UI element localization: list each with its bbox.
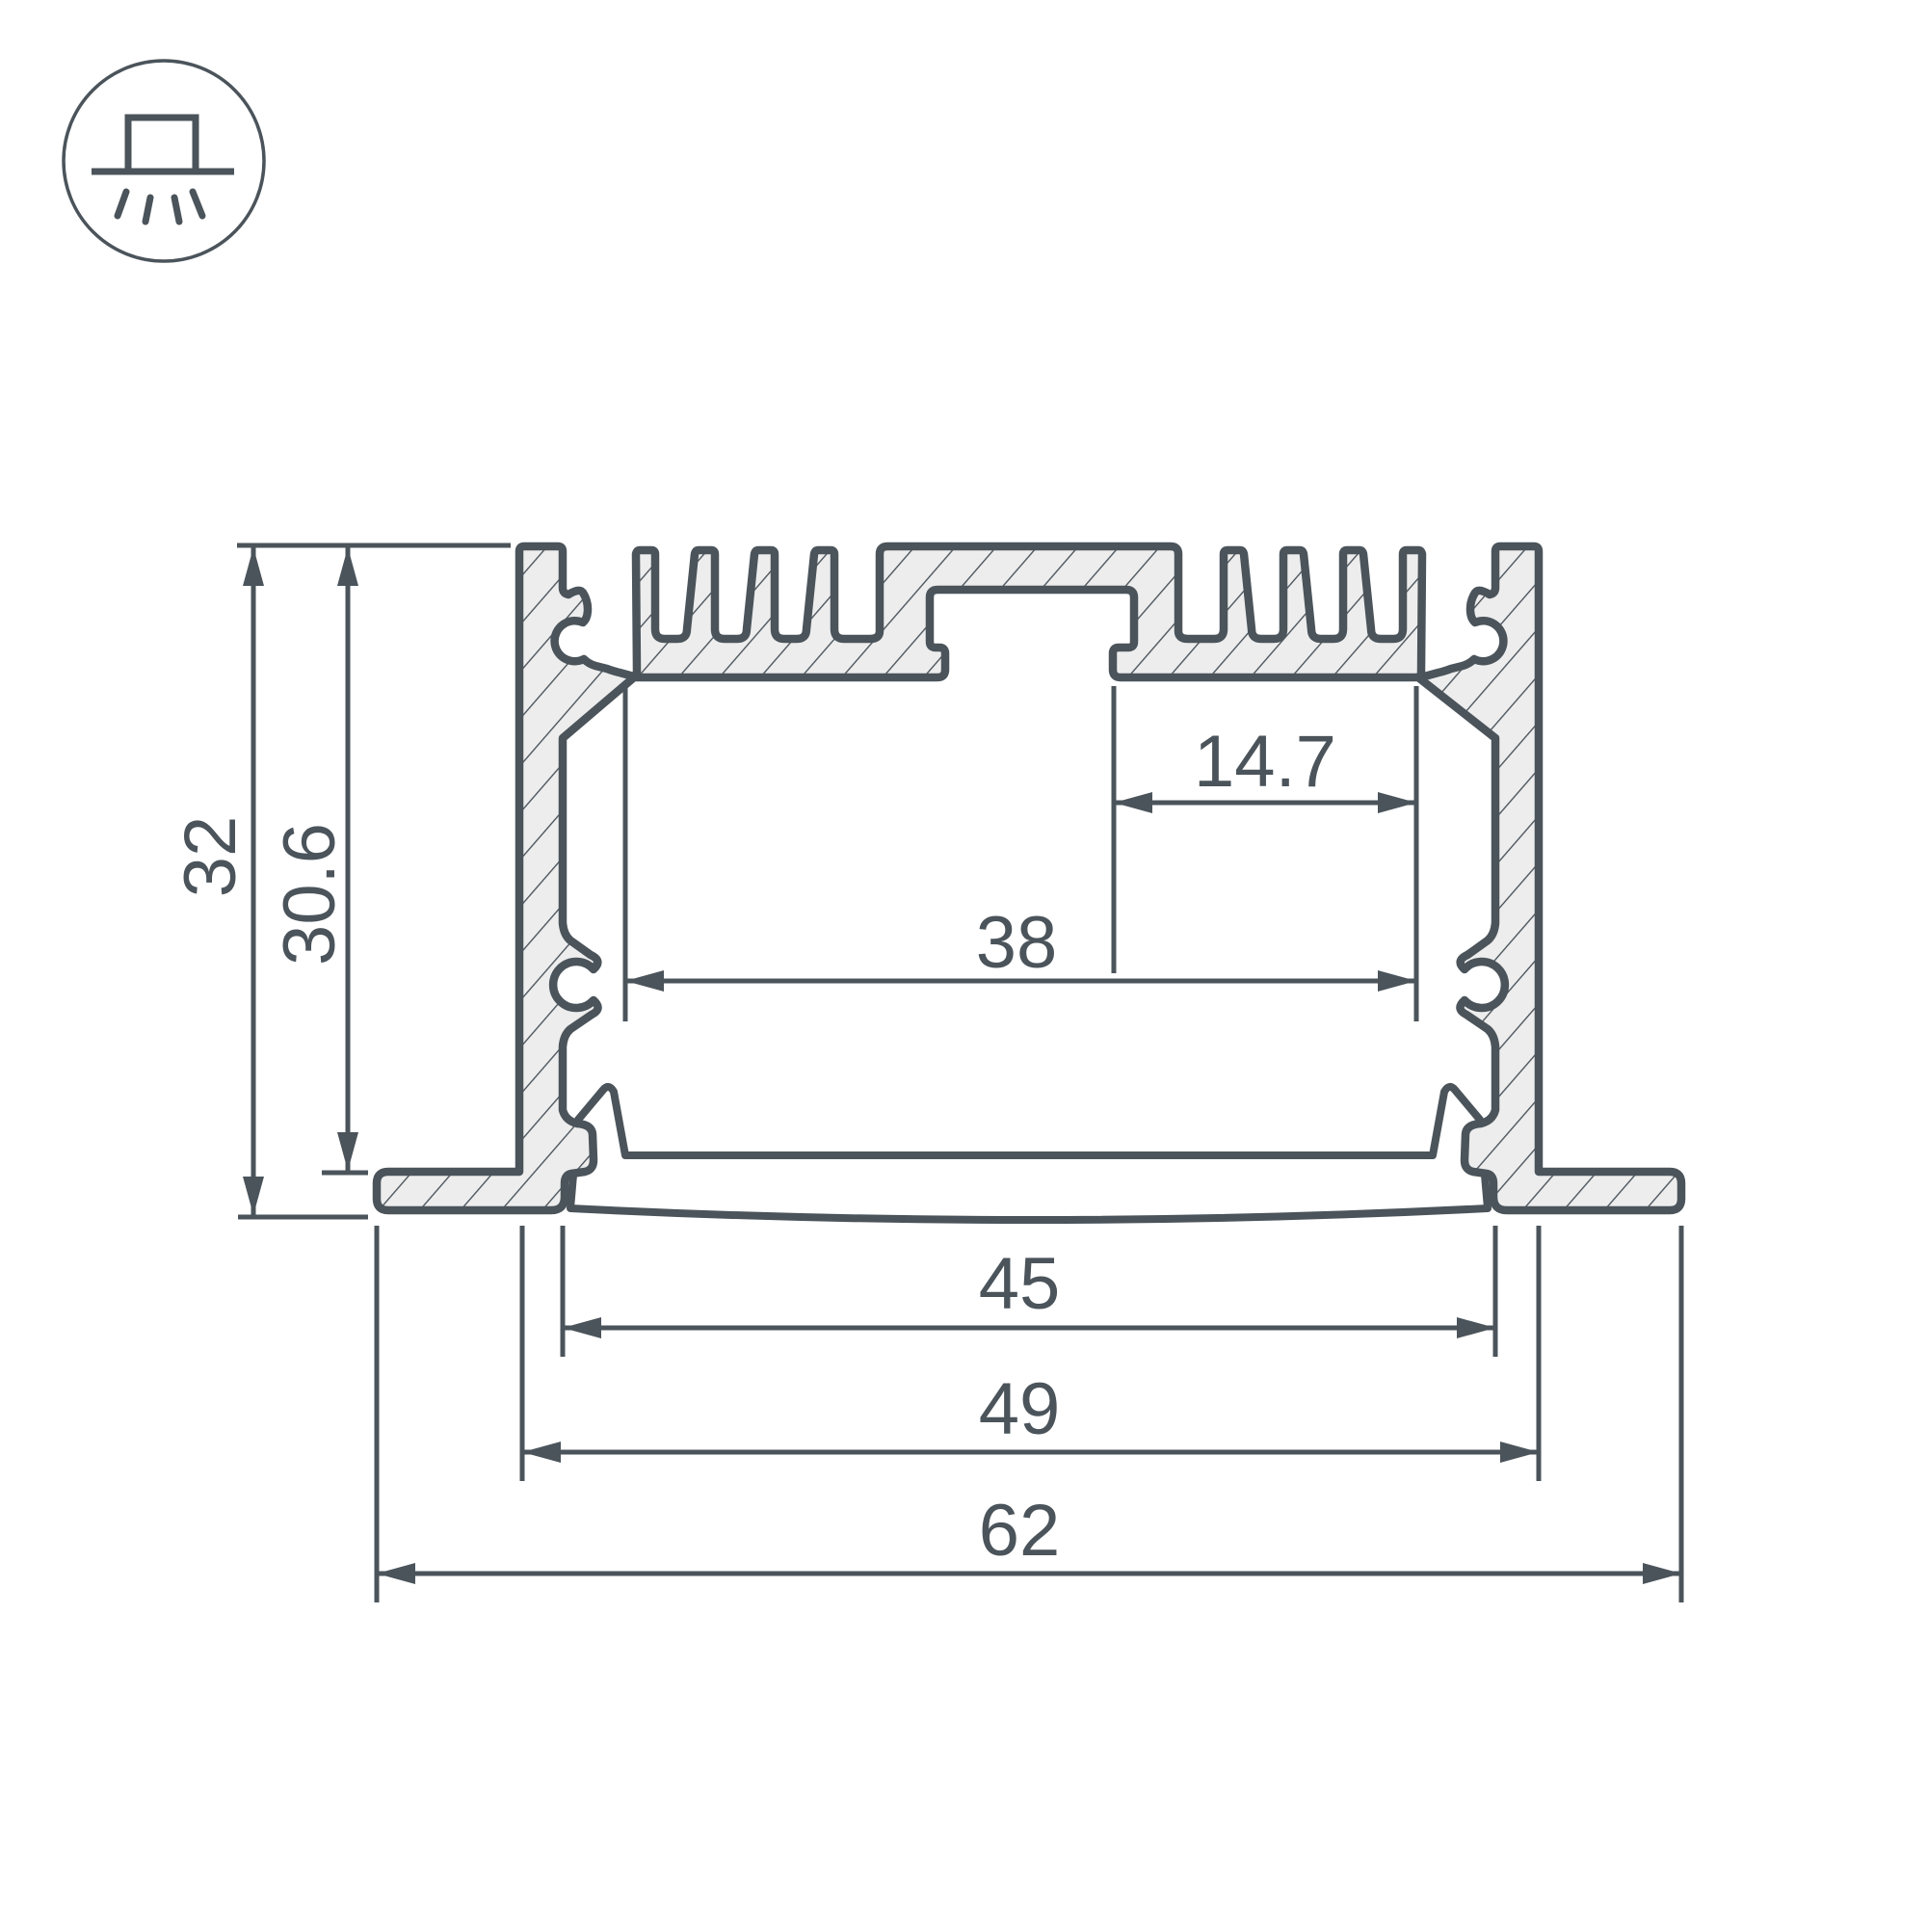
svg-text:32: 32: [170, 816, 251, 898]
svg-text:49: 49: [979, 1368, 1061, 1450]
svg-text:14.7: 14.7: [1194, 721, 1336, 803]
svg-text:45: 45: [979, 1243, 1061, 1325]
svg-text:38: 38: [976, 902, 1058, 984]
svg-text:62: 62: [979, 1490, 1061, 1572]
svg-text:30.6: 30.6: [269, 823, 351, 966]
